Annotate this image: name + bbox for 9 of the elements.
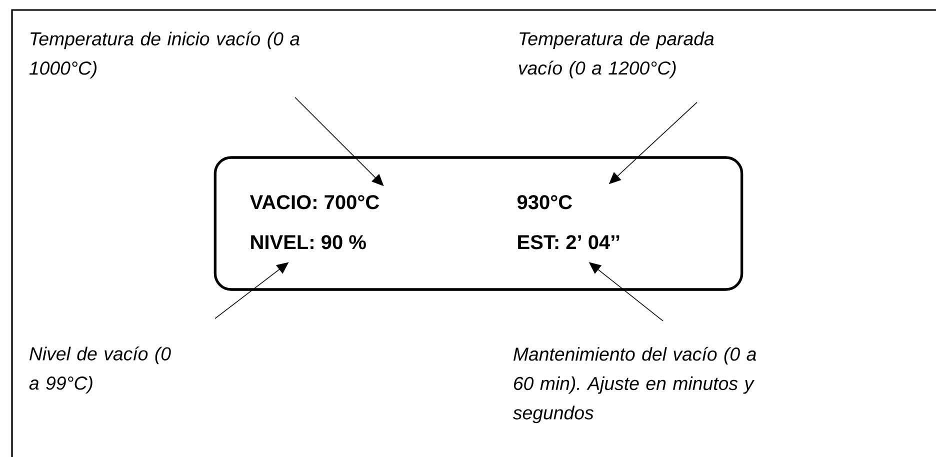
display-box (214, 156, 744, 291)
display-value: 930°C (517, 195, 572, 210)
callout-text: Mantenimiento del vacío (0 a 60 min). Ajuste en minutos y segundos (512, 346, 756, 424)
callout-text: Temperatura de inicio vacío (0 a 1000°C) (29, 32, 300, 78)
display-value: EST: 2’ 04’’ (518, 235, 620, 250)
callout-text: Nivel de vacío (0 a 99°C) (29, 346, 171, 394)
callout-text: Temperatura de parada vacío (0 a 1200°C) (518, 32, 714, 78)
display-value: VACIO: 700°C (250, 195, 380, 210)
display-value: NIVEL: 90 % (251, 235, 366, 250)
